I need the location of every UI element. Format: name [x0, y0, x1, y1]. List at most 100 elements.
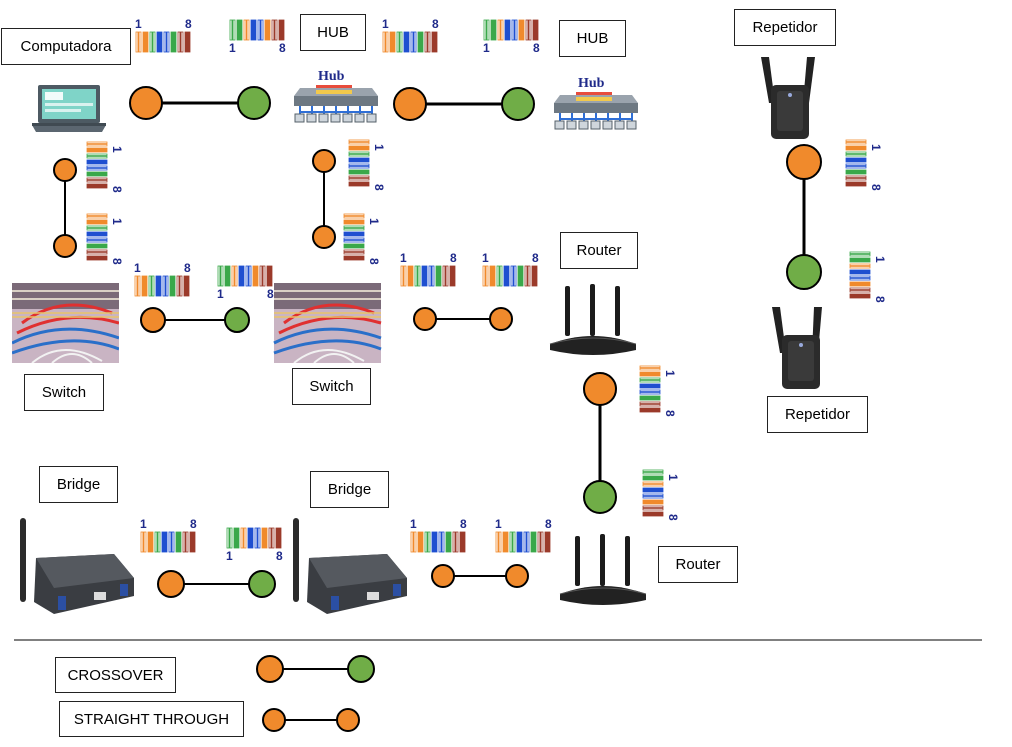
- connector-hub1-down-b: 18: [343, 213, 381, 265]
- cable-computadora-hub-crossover-end-b: [237, 86, 271, 120]
- connector-bridge1-b-pin8: 8: [276, 549, 283, 563]
- cable-router-router-crossover-end-b: [583, 480, 617, 514]
- connector-computadora-a-pin8: 8: [185, 17, 192, 31]
- cable-switch-router-straight: [413, 307, 513, 331]
- cable-switch-router-straight-end-a: [413, 307, 437, 331]
- connector-computadora-down-a: 18: [86, 141, 124, 193]
- cable-bridge-bridge-crossover-end-b: [248, 570, 276, 598]
- cable-repetidor-crossover: [786, 144, 822, 290]
- computadora-label: Computadora: [1, 28, 131, 65]
- connector-repetidor-b: 18: [849, 251, 887, 303]
- legend-straight-through-sample-end-b: [336, 708, 360, 732]
- hub-device-1: Hub: [294, 69, 378, 123]
- cable-computadora-switch-straight-end-a: [53, 158, 77, 182]
- connector-hub1-down-a-pin1: 1: [372, 144, 386, 151]
- legend-straight-through-sample-end-a: [262, 708, 286, 732]
- connector-router1-a-pin8: 8: [532, 251, 539, 265]
- connector-repetidor-a-pin1: 1: [869, 144, 883, 151]
- switch-label-1: Switch: [24, 374, 104, 411]
- computer-icon: [32, 85, 106, 132]
- connector-switch1-b-pin1: 1: [217, 287, 224, 301]
- repeater-device-2: [772, 307, 822, 389]
- connector-computadora-down-b-pin8: 8: [110, 258, 124, 265]
- cable-bridge-router-straight-end-a: [431, 564, 455, 588]
- cable-computadora-hub-crossover-end-a: [129, 86, 163, 120]
- hub-label-1: HUB: [300, 14, 366, 51]
- router-label-2: Router: [658, 546, 738, 583]
- connector-hub1-down-a-pin8: 8: [372, 184, 386, 191]
- legend-crossover-label: CROSSOVER: [55, 657, 176, 693]
- hub-image-text-1: Hub: [318, 69, 345, 84]
- connector-bridge2-a-pin8: 8: [460, 517, 467, 531]
- cable-router-router-crossover: [583, 372, 617, 514]
- connector-computadora-down-b: 18: [86, 213, 124, 265]
- connector-switch1-a-pin8: 8: [184, 261, 191, 275]
- connector-hub2-a-pin1: 1: [483, 41, 490, 55]
- connector-hub1-a-pin1: 1: [229, 41, 236, 55]
- cable-repetidor-crossover-end-b: [786, 254, 822, 290]
- cable-computadora-hub-crossover: [129, 86, 271, 120]
- router-device-2: [559, 534, 647, 605]
- router-device-1: [549, 284, 637, 355]
- cable-hub-hub-crossover-end-b: [501, 87, 535, 121]
- cable-hub-switch-straight-end-a: [312, 149, 336, 173]
- cable-switch-switch-crossover: [140, 307, 250, 333]
- hub-image-text-2: Hub: [578, 76, 605, 91]
- connector-switch2-a-pin8: 8: [450, 251, 457, 265]
- repetidor-label-1: Repetidor: [734, 9, 836, 46]
- connector-router2-a-pin1: 1: [495, 517, 502, 531]
- connector-hub1-b-pin1: 1: [382, 17, 389, 31]
- connector-bridge1-a-pin1: 1: [140, 517, 147, 531]
- legend-crossover-sample-end-b: [347, 655, 375, 683]
- connector-router1-down-a-pin1: 1: [663, 370, 677, 377]
- connector-router2-a-pin8: 8: [545, 517, 552, 531]
- cable-repetidor-crossover-end-a: [786, 144, 822, 180]
- connector-hub2-a-pin8: 8: [533, 41, 540, 55]
- bridge-device-1: [20, 518, 134, 614]
- cable-bridge-bridge-crossover-end-a: [157, 570, 185, 598]
- connector-switch1-a-pin1: 1: [134, 261, 141, 275]
- connector-hub1-a-pin8: 8: [279, 41, 286, 55]
- connector-hub1-b-pin8: 8: [432, 17, 439, 31]
- cable-bridge-router-straight: [431, 564, 529, 588]
- cable-computadora-switch-straight-end-b: [53, 234, 77, 258]
- cable-hub-hub-crossover: [393, 87, 535, 121]
- connector-repetidor-b-pin1: 1: [873, 256, 887, 263]
- connector-hub1-down-a: 18: [348, 139, 386, 191]
- repeater-device-1: [761, 57, 815, 139]
- cable-switch-router-straight-end-b: [489, 307, 513, 331]
- cable-hub-switch-straight: [312, 149, 336, 249]
- switch-label-2: Switch: [292, 368, 371, 405]
- connector-computadora-down-a-pin1: 1: [110, 146, 124, 153]
- legend-straight-through-label: STRAIGHT THROUGH: [59, 701, 244, 737]
- connector-bridge1-a-pin8: 8: [190, 517, 197, 531]
- bridge-label-2: Bridge: [310, 471, 389, 508]
- bridge-label-1: Bridge: [39, 466, 118, 503]
- repetidor-label-2: Repetidor: [767, 396, 868, 433]
- hub-label-2: HUB: [559, 20, 626, 57]
- legend-crossover-sample-end-a: [256, 655, 284, 683]
- connector-router1-down-a: 18: [639, 365, 677, 417]
- connector-hub1-down-b-pin1: 1: [367, 218, 381, 225]
- legend-straight-through-sample: [262, 708, 360, 732]
- connector-switch1-b-pin8: 8: [267, 287, 274, 301]
- connector-computadora-a-pin1: 1: [135, 17, 142, 31]
- connector-switch2-a-pin1: 1: [400, 251, 407, 265]
- connector-repetidor-a-pin8: 8: [869, 184, 883, 191]
- cable-switch-switch-crossover-end-b: [224, 307, 250, 333]
- switch-photo-1: [12, 283, 119, 363]
- cable-router-router-crossover-end-a: [583, 372, 617, 406]
- switch-photo-2: [273, 283, 382, 363]
- connector-repetidor-a: 18: [845, 139, 883, 191]
- connector-bridge1-b-pin1: 1: [226, 549, 233, 563]
- cable-computadora-switch-straight: [53, 158, 77, 258]
